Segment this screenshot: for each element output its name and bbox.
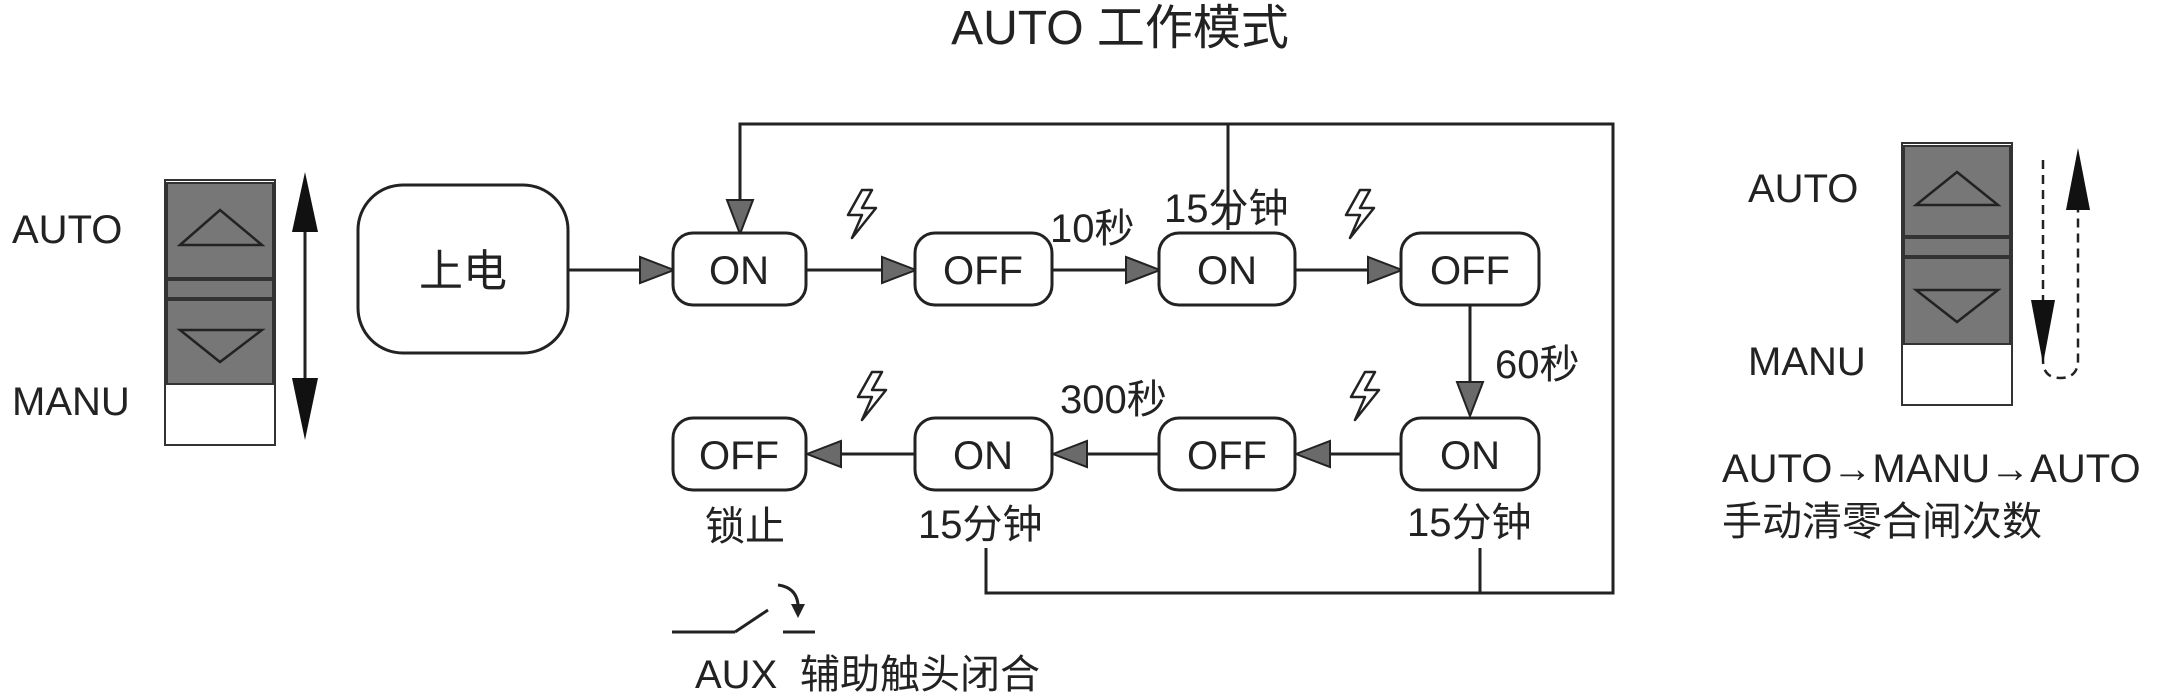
left-switch-down-key bbox=[166, 299, 274, 385]
arrow-right-icon bbox=[639, 255, 677, 285]
state-box-1 bbox=[671, 231, 808, 307]
arrow-left-icon bbox=[1293, 439, 1331, 469]
right-switch-down-key bbox=[1903, 257, 2011, 345]
state-label: OFF bbox=[699, 434, 779, 478]
aux-desc-label: 辅助触头闭合 bbox=[800, 653, 1040, 695]
aux-code-label: AUX bbox=[695, 653, 777, 695]
arrow-down-icon bbox=[1455, 381, 1485, 419]
arrow-right-icon bbox=[881, 255, 919, 285]
state-box-3 bbox=[1157, 231, 1297, 307]
left-mode-switch: AUTO MANU bbox=[12, 172, 318, 446]
state-label: ON bbox=[1440, 434, 1500, 478]
state-label: OFF bbox=[943, 249, 1023, 293]
return-loop-line bbox=[984, 548, 1482, 595]
left-switch-auto-label: AUTO bbox=[12, 208, 122, 252]
left-switch-manu-label: MANU bbox=[12, 380, 130, 424]
arrow-up-icon bbox=[2066, 148, 2090, 210]
reset-loop-path bbox=[2041, 160, 2080, 380]
state-box-2 bbox=[913, 231, 1054, 307]
left-switch-up-key bbox=[166, 182, 274, 279]
triangle-down-icon bbox=[1912, 288, 2002, 324]
lightning-icon bbox=[856, 370, 888, 422]
lightning-icon bbox=[846, 188, 878, 240]
lightning-icon bbox=[1349, 370, 1381, 422]
right-switch-up-key bbox=[1903, 145, 2011, 237]
state-label: OFF bbox=[1187, 434, 1267, 478]
arrow-down-icon bbox=[725, 199, 755, 237]
state-label: ON bbox=[709, 249, 769, 293]
state-label: OFF bbox=[1430, 249, 1510, 293]
triangle-up-icon bbox=[176, 208, 266, 247]
arrow-up-icon bbox=[292, 172, 318, 232]
state-label: ON bbox=[1197, 249, 1257, 293]
right-switch-divider bbox=[1903, 237, 2011, 257]
state-label: ON bbox=[953, 434, 1013, 478]
diagram-title: AUTO 工作模式 bbox=[951, 2, 1289, 55]
arrow-right-icon bbox=[1125, 255, 1163, 285]
right-mode-switch: AUTO MANU bbox=[1748, 142, 2090, 406]
arrow-down-icon bbox=[2031, 300, 2055, 364]
timing-label-15min-right: 15分钟 bbox=[1407, 501, 1532, 545]
lightning-icon bbox=[1344, 188, 1376, 240]
arrow-right-icon bbox=[1367, 255, 1405, 285]
triangle-up-icon bbox=[1912, 170, 2002, 207]
timing-label-15min-mid: 15分钟 bbox=[918, 503, 1043, 547]
timing-label-10s: 10秒 bbox=[1050, 207, 1135, 251]
switch-contact-icon bbox=[672, 583, 815, 634]
lockout-label: 锁止 bbox=[705, 505, 785, 549]
left-switch-divider bbox=[166, 279, 274, 299]
reset-sequence-label: AUTO→MANU→AUTO bbox=[1722, 447, 2141, 491]
right-switch-auto-label: AUTO bbox=[1748, 167, 1858, 211]
triangle-down-icon bbox=[176, 328, 266, 364]
timing-label-60s: 60秒 bbox=[1495, 343, 1580, 387]
timing-label-300s: 300秒 bbox=[1060, 378, 1167, 422]
arrow-down-icon bbox=[292, 378, 318, 440]
reset-caption-label: 手动清零合闸次数 bbox=[1722, 500, 2042, 544]
arrow-left-icon bbox=[1050, 439, 1088, 469]
feedback-loop-line bbox=[738, 122, 1615, 595]
right-switch-manu-label: MANU bbox=[1748, 340, 1866, 384]
arrow-left-icon bbox=[804, 439, 842, 469]
timing-label-15min-top: 15分钟 bbox=[1164, 187, 1289, 231]
power-on-label: 上电 bbox=[419, 247, 507, 296]
